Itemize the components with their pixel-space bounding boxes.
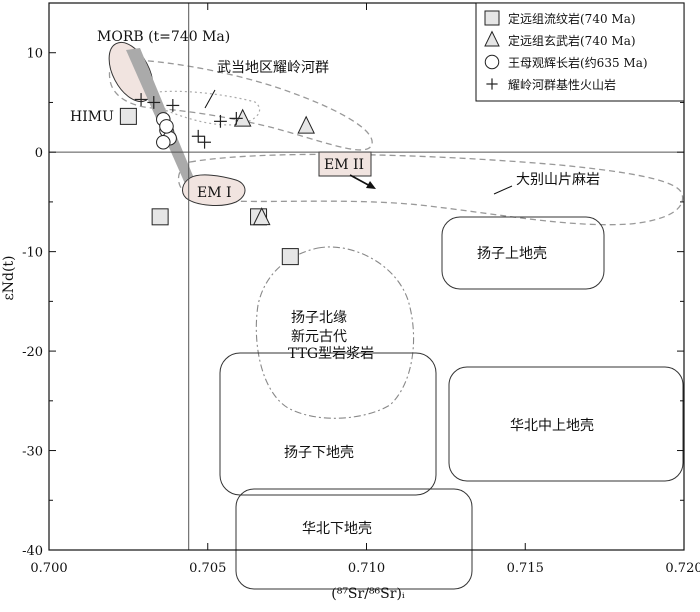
em2-label: EM II [324,157,364,173]
north-china-mid-upper-crust-field [448,366,684,482]
point-cross-6 [229,111,243,125]
x-tick-label-2: 0.710 [348,561,385,576]
ttg-label-line1: 扬子北缘 [291,310,347,326]
y-tick-label-0: 10 [26,47,43,62]
data-markers [119,93,315,266]
wudang-leader [204,89,216,109]
point-circle-3 [156,134,171,150]
point-cross-4 [198,135,211,149]
yangtze-lower-label: 扬子下地壳 [284,444,354,461]
point-cross-0 [134,93,148,106]
em1-label: EM I [197,185,232,201]
point-cross-1 [147,96,161,109]
x-tick-labels: 0.700 0.705 0.710 0.715 0.720 [30,561,700,576]
legend: 定远组流纹岩(740 Ma) 定远组玄武岩(740 Ma) 王母观辉长岩(约635 … [475,2,685,102]
y-tick-label-3: -20 [22,345,43,360]
ttg-label-line2: 新元古代 [291,329,347,345]
point-circle-4 [159,119,174,134]
point-cross-3 [191,129,205,143]
legend-marker-circle [484,54,500,70]
dabie-field-outline [177,153,684,226]
point-cross-2 [166,99,180,112]
x-tick-label-1: 0.705 [189,561,226,576]
y-axis-title: εNd(t) [1,255,17,300]
axis-ticks [48,2,685,551]
reference-lines [49,3,684,550]
yangtze-lower-crust-field [219,352,437,496]
x-tick-label-3: 0.715 [507,561,544,576]
yangtze-upper-label: 扬子上地壳 [477,245,547,262]
wudang-label: 武当地区耀岭河群 [217,60,329,76]
morb-label: MORB (t=740 Ma) [97,29,230,45]
legend-marker-triangle [484,30,500,47]
em2-field [318,151,372,177]
point-square-0 [119,107,137,125]
himu-label: HIMU [70,109,114,125]
em2-arrowhead [366,181,376,189]
y-tick-label-4: -30 [22,445,43,460]
annotations: MORB (t=740 Ma) HIMU EM I EM II 武当地区耀岭河群… [70,29,600,537]
yangtze-upper-crust-field [441,216,605,290]
north-china-lower-crust-field [235,488,473,590]
y-tick-labels: 10 0 -10 -20 -30 -40 [22,47,43,559]
field-outlines [108,42,684,590]
legend-label-3: 耀岭河群基性火山岩 [508,77,616,92]
dabie-leader [493,185,513,195]
point-triangle-2 [252,207,271,226]
y-tick-label-1: 0 [35,146,43,161]
x-axis-title: (⁸⁷Sr/⁸⁶Sr)ᵢ [331,586,405,602]
legend-box [475,2,685,102]
ttg-field-outline [255,246,415,419]
wudang-field-outline [108,59,373,151]
x-tick-label-0: 0.700 [30,561,67,576]
legend-marker-cross [486,78,498,90]
legend-label-1: 定远组玄武岩(740 Ma) [508,33,636,48]
em1-field [182,174,246,206]
ttg-label-line3: TTG型岩浆岩 [288,346,374,362]
point-triangle-1 [297,115,315,134]
point-square-1 [151,208,169,226]
legend-items: 定远组流纹岩(740 Ma) 定远组玄武岩(740 Ma) 王母观辉长岩(约635 … [484,10,648,92]
y-tick-label-5: -40 [22,544,43,559]
point-square-3 [281,248,299,266]
dabie-label: 大别山片麻岩 [516,172,600,188]
north-china-lower-label: 华北下地壳 [302,520,372,537]
legend-label-2: 王母观辉长岩(约635 Ma) [508,55,648,70]
legend-marker-square [484,10,500,26]
y-tick-label-2: -10 [22,246,43,261]
north-china-mid-upper-label: 华北中上地壳 [510,417,594,434]
point-cross-5 [214,114,227,128]
legend-label-0: 定远组流纹岩(740 Ma) [508,11,636,26]
x-tick-label-4: 0.720 [665,561,700,576]
